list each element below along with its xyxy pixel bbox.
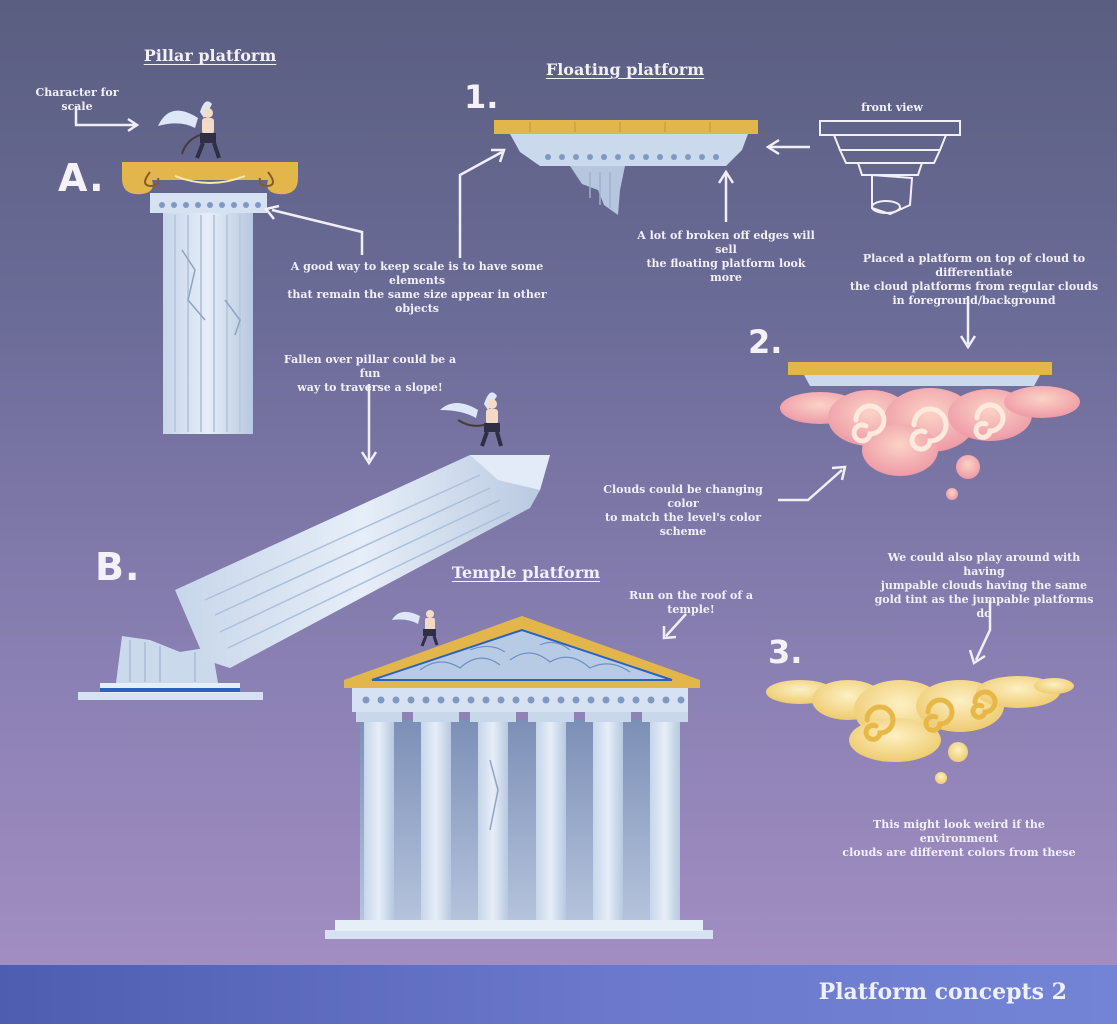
arrow: [968, 600, 992, 665]
footer-banner: Platform concepts 2: [0, 965, 1117, 1024]
note-cloud-platform: Placed a platform on top of cloud to dif…: [849, 252, 1099, 307]
arrow: [717, 169, 735, 222]
section-letter-b: B.: [95, 545, 141, 589]
pillar-platform-heading: Pillar platform: [143, 46, 277, 65]
note-weird-colors: This might look weird if the environment…: [842, 818, 1076, 859]
note-clouds-color: Clouds could be changing color to match …: [603, 483, 763, 538]
arrow: [458, 148, 506, 258]
section-number-2: 2.: [748, 323, 783, 361]
arrow: [360, 384, 378, 466]
note-temple-roof: Run on the roof of a temple!: [628, 589, 754, 616]
arrow: [765, 138, 810, 156]
note-character-scale: Character for scale: [35, 86, 119, 113]
section-number-1: 1.: [464, 78, 499, 116]
footer-title: Platform concepts 2: [818, 979, 1067, 1005]
character-figure: [158, 101, 221, 159]
note-keep-scale: A good way to keep scale is to have some…: [287, 260, 547, 315]
arrow: [959, 296, 977, 350]
floating-platform-illustration: [494, 120, 758, 215]
front-view-sketch: [819, 120, 961, 216]
note-broken-edges: A lot of broken off edges will sell the …: [637, 229, 815, 284]
fallen-pillar-illustration: [78, 455, 550, 700]
pink-cloud-platform-illustration: [780, 362, 1080, 500]
arrow: [74, 106, 140, 133]
note-fallen-pillar: Fallen over pillar could be a fun way to…: [283, 353, 457, 394]
section-letter-a: A.: [58, 156, 105, 200]
arrow: [263, 204, 364, 255]
note-gold-clouds: We could also play around with having ju…: [874, 551, 1094, 620]
arrow: [778, 465, 847, 502]
character-figure: [392, 610, 439, 647]
arrow: [662, 613, 687, 640]
gold-cloud-illustration: [766, 676, 1074, 784]
character-figure: [440, 392, 503, 447]
note-front-view: front view: [861, 101, 923, 114]
temple-platform-illustration: [325, 616, 713, 939]
floating-platform-heading: Floating platform: [545, 60, 705, 79]
pillar-platform-illustration: [122, 162, 298, 434]
section-number-3: 3.: [768, 633, 803, 671]
temple-platform-heading: Temple platform: [451, 563, 601, 582]
